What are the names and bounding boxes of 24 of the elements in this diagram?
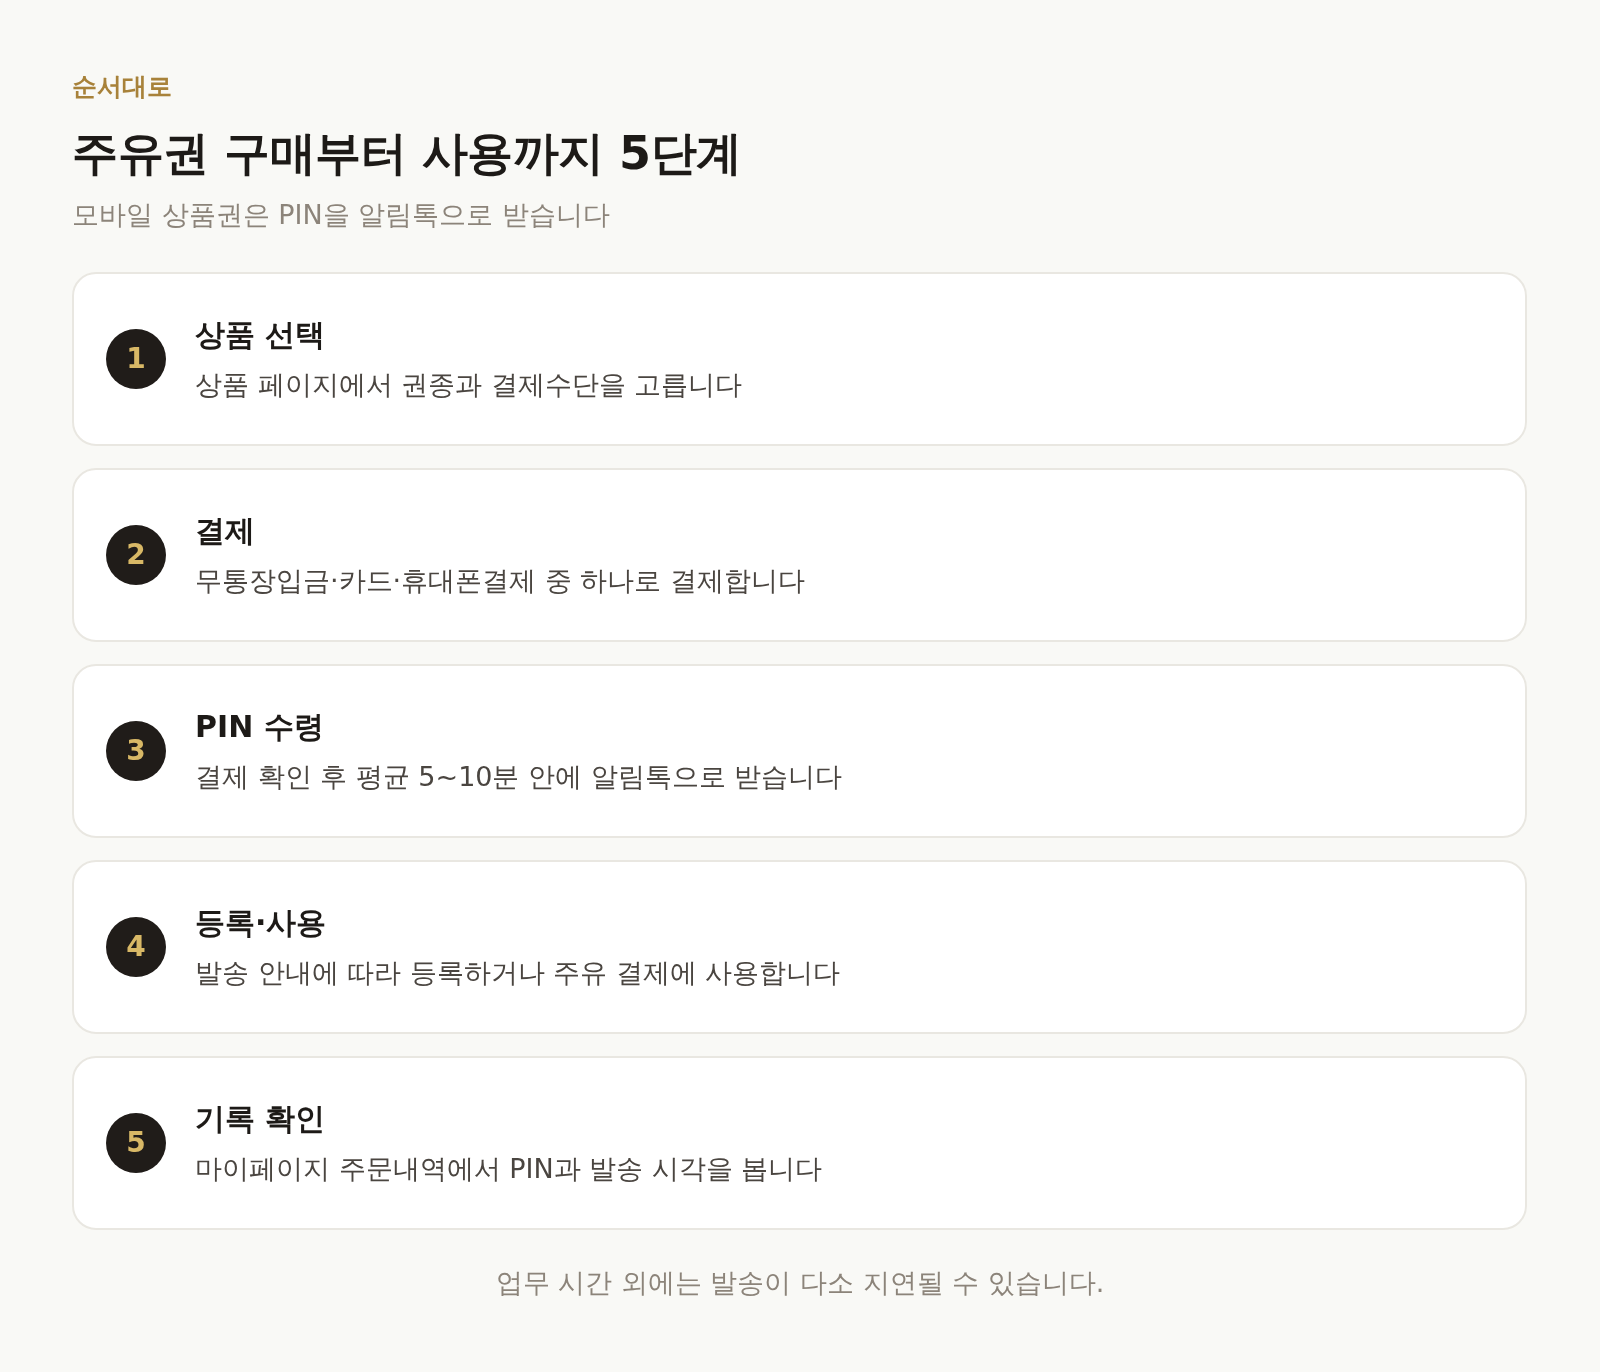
step-title: 결제 xyxy=(195,512,255,550)
step-title: PIN 수령 xyxy=(195,708,324,746)
step-card xyxy=(72,272,1527,446)
section-label: 순서대로 xyxy=(72,71,172,103)
page-title: 주유권 구매부터 사용까지 5단계 xyxy=(72,125,742,182)
footnote: 업무 시간 외에는 발송이 다소 지연될 수 있습니다. xyxy=(495,1266,1105,1300)
step-description: 발송 안내에 따라 등록하거나 주유 결제에 사용합니다 xyxy=(195,956,841,990)
step-card xyxy=(72,468,1527,642)
subtitle: 모바일 상품권은 PIN을 알림톡으로 받습니다 xyxy=(72,198,610,232)
step-description: 상품 페이지에서 권종과 결제수단을 고릅니다 xyxy=(195,368,743,402)
step-title: 기록 확인 xyxy=(195,1100,326,1138)
step-card xyxy=(72,860,1527,1034)
step-title: 등록·사용 xyxy=(195,904,327,942)
step-number: 2 xyxy=(106,525,166,585)
step-number: 5 xyxy=(106,1113,166,1173)
step-description: 결제 확인 후 평균 5~10분 안에 알림톡으로 받습니다 xyxy=(195,760,843,794)
step-card xyxy=(72,1056,1527,1230)
step-number: 4 xyxy=(106,917,166,977)
step-title: 상품 선택 xyxy=(195,316,326,354)
step-description: 마이페이지 주문내역에서 PIN과 발송 시각을 봅니다 xyxy=(195,1152,823,1186)
step-card xyxy=(72,664,1527,838)
step-number: 3 xyxy=(106,721,166,781)
step-number: 1 xyxy=(106,329,166,389)
step-description: 무통장입금·카드·휴대폰결제 중 하나로 결제합니다 xyxy=(195,564,805,598)
